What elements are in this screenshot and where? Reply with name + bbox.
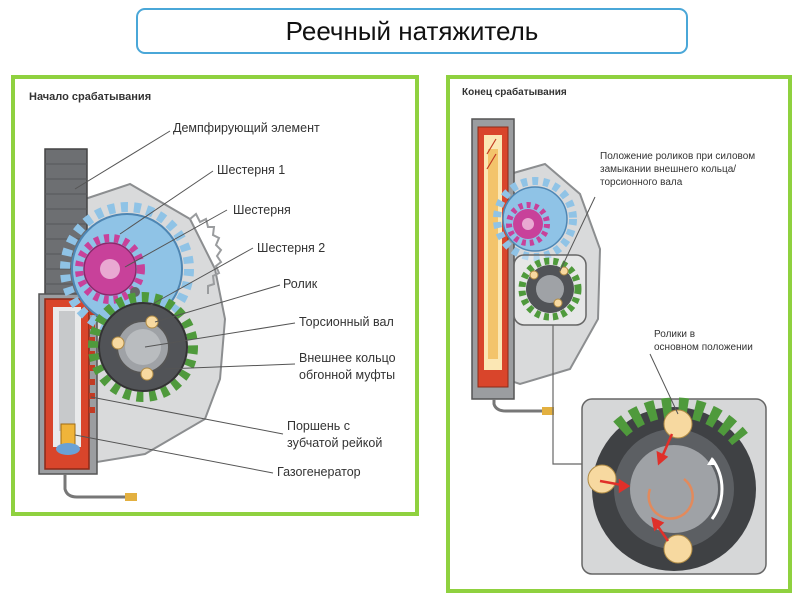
label-rollers-force-line-2: замыкании внешнего кольца/ [600, 164, 737, 175]
label-gas-generator: Газогенератор [277, 465, 361, 479]
label-outer-ring-line-2: обгонной муфты [299, 368, 396, 382]
diagram-title: Реечный натяжитель [285, 15, 539, 46]
label-rollers-base-line-1: Ролики в [654, 329, 696, 340]
start-of-activation-panel: Начало срабатывания [11, 75, 419, 516]
left-panel-heading: Начало срабатывания [29, 91, 152, 103]
label-gear-1: Шестерня 1 [217, 163, 286, 177]
label-outer-ring-line-1: Внешнее кольцо [299, 351, 396, 365]
label-rollers-force-line-3: торсионного вала [600, 177, 683, 188]
label-gear: Шестерня [233, 203, 291, 217]
diagram-title-box: Реечный натяжитель [136, 8, 688, 54]
end-activation-illustration [471, 118, 767, 575]
label-roller: Ролик [283, 277, 318, 291]
label-piston-line-2: зубчатой рейкой [287, 436, 383, 450]
right-panel-heading: Конец срабатывания [462, 87, 567, 98]
label-damper: Демпфирующий элемент [173, 121, 320, 135]
label-piston-line-1: Поршень с [287, 419, 351, 433]
start-activation-illustration [38, 130, 296, 501]
label-gear-2: Шестерня 2 [257, 241, 326, 255]
label-rollers-base-line-2: основном положении [654, 342, 753, 353]
label-torsion-shaft: Торсионный вал [299, 315, 394, 329]
label-rollers-force-line-1: Положение роликов при силовом [600, 151, 756, 162]
end-of-activation-panel: Конец срабатывания [446, 75, 792, 593]
